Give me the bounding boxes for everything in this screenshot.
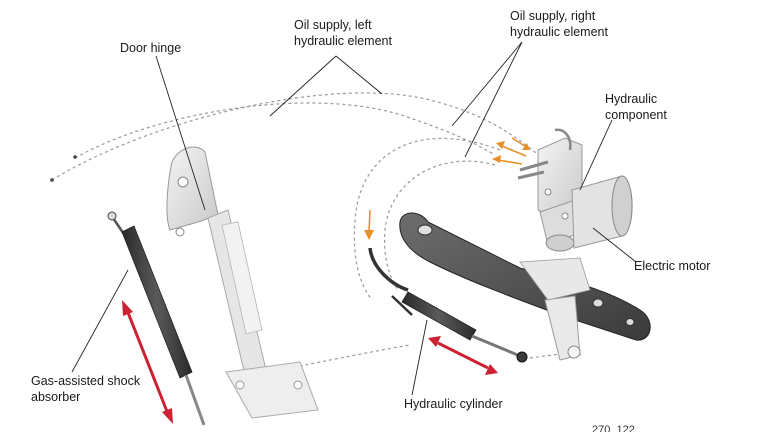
dashed-right-oil-line bbox=[383, 160, 496, 291]
label-gas-shock-line1: Gas-assisted shock bbox=[31, 374, 141, 388]
label-door-hinge: Door hinge bbox=[120, 41, 182, 55]
dashed-inner-arc bbox=[74, 102, 496, 159]
hinge-lever bbox=[544, 295, 581, 361]
label-hydraulic-cylinder: Hydraulic cylinder bbox=[404, 397, 503, 411]
leader-oil-right-b bbox=[464, 41, 523, 158]
label-oil-left-line2: hydraulic element bbox=[294, 34, 392, 48]
path-end-dot-2 bbox=[73, 155, 77, 159]
label-gas-shock-line2: absorber bbox=[31, 390, 81, 404]
hydraulic-brace bbox=[399, 212, 651, 341]
shock-motion-arrow bbox=[122, 300, 173, 424]
leader-gas-shock bbox=[71, 269, 129, 373]
hydraulic-unit bbox=[517, 128, 633, 252]
leader-door-hinge bbox=[155, 55, 206, 211]
leader-oil-left-b bbox=[335, 55, 383, 95]
hydraulic-cylinder bbox=[368, 247, 528, 363]
dashed-outer-arc bbox=[51, 92, 546, 181]
gas-shock-absorber bbox=[107, 211, 206, 426]
figure-number: 270_122 bbox=[592, 424, 635, 432]
door-hinge bbox=[166, 146, 319, 419]
label-electric-motor: Electric motor bbox=[634, 259, 711, 273]
label-hydraulic-component-line2: component bbox=[605, 108, 667, 122]
label-hydraulic-component-line1: Hydraulic bbox=[605, 92, 658, 106]
oil-flow-arrows bbox=[364, 137, 530, 240]
leader-oil-right-a bbox=[451, 41, 523, 127]
cylinder-motion-arrow bbox=[428, 336, 498, 375]
leader-oil-left-a bbox=[269, 55, 337, 117]
leader-hydraulic-component bbox=[579, 119, 613, 191]
leader-lines bbox=[71, 41, 637, 396]
leader-electric-motor bbox=[592, 227, 637, 263]
label-oil-left-line1: Oil supply, left bbox=[294, 18, 372, 32]
path-end-dot-1 bbox=[50, 178, 54, 182]
label-oil-right-line2: hydraulic element bbox=[510, 25, 608, 39]
label-oil-right-line1: Oil supply, right bbox=[510, 9, 596, 23]
leader-hydraulic-cylinder bbox=[411, 319, 428, 396]
